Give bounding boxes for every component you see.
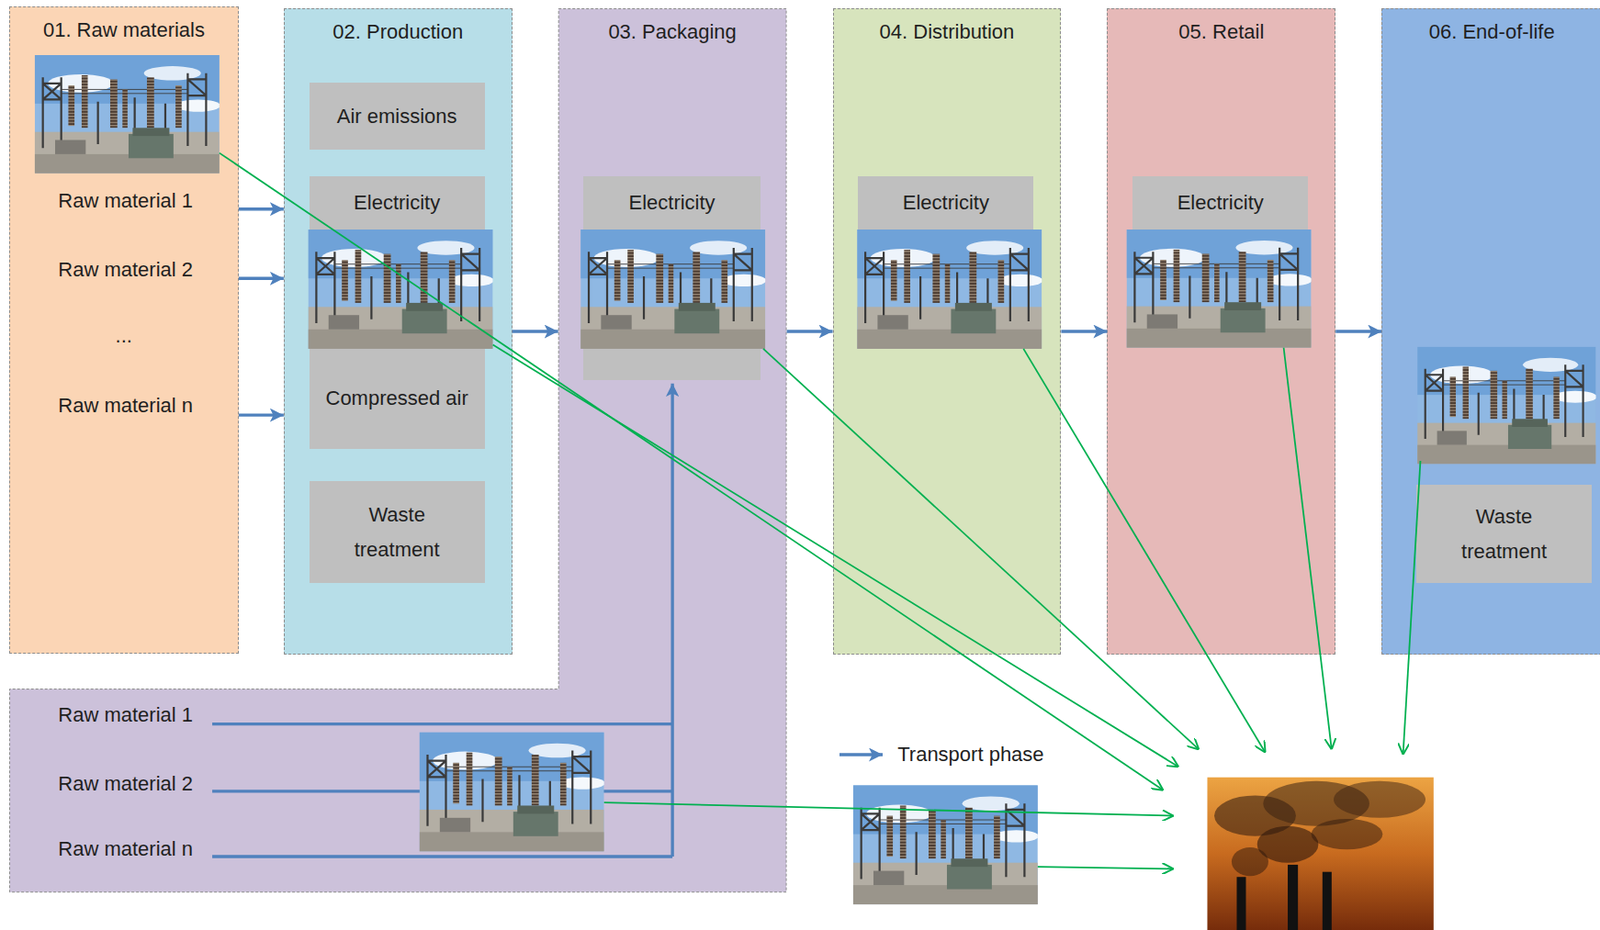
item-label-text: Raw material n [57,394,193,418]
stage-column-shape [9,8,788,893]
illustration-detail [1206,777,1434,930]
legend-item: Transport phase [838,743,1044,767]
input-box-fill [1416,484,1592,585]
item-label: Raw material n [57,837,193,862]
stage-heading: 01. Raw materials [43,18,205,43]
input-box: Compressed air [309,349,485,450]
illustration-detail [1311,819,1384,850]
flow-arrow [238,413,284,417]
item-label: ... [115,324,133,349]
item-label-text: Raw material 1 [57,703,193,728]
flow-arrow [787,329,834,333]
item-label-text: Raw material 2 [57,772,193,797]
substation-picture [419,732,606,853]
input-box: Waste treatment [1416,484,1592,585]
stage-heading: 05. Retail [1178,20,1264,45]
substation-picture [580,229,767,350]
stage-heading: 06. End-of-life [1429,20,1555,45]
input-wire [212,722,673,726]
stage-column-fill [833,8,1062,655]
box-label: Electricity [628,191,715,215]
flow-arrow [512,329,559,333]
item-label: Raw material 1 [57,703,193,728]
smokestack-picture [1206,777,1434,930]
stage-column-outline [9,8,787,892]
stage-column-fill [1106,8,1336,655]
item-label: Raw material 2 [57,258,193,282]
item-label: Raw material 2 [57,772,193,797]
input-wire [212,855,673,858]
item-label-text: ... [115,324,133,349]
box-label: Electricity [1177,191,1264,215]
stage-column: 04. DistributionElectricity [833,8,1062,655]
flow-arrow [1060,329,1107,333]
input-box: Air emissions [309,82,485,150]
substation-picture [856,229,1043,350]
box-label: Waste treatment [1443,499,1566,570]
stage-column: 03. PackagingElectricity [9,8,788,893]
input-box: Electricity [583,176,760,381]
substation-picture [853,785,1039,905]
illustration-detail [1333,781,1426,819]
substation-picture [308,229,495,350]
input-box: Waste treatment [309,481,485,584]
stage-heading: 03. Packaging [608,20,736,45]
emission-arrow [1037,867,1174,869]
illustration-detail [1287,865,1298,930]
item-label-text: Raw material 2 [57,258,193,282]
item-label-text: Raw material n [57,837,193,862]
substation-picture [1126,229,1313,349]
input-box: Electricity [1132,176,1308,233]
item-label: Raw material 1 [57,189,193,214]
stage-heading: 04. Distribution [879,20,1015,45]
input-box: Electricity [857,176,1034,233]
substation-picture [34,55,221,174]
flow-arrow [238,207,284,211]
input-box-fill [309,481,485,584]
illustration-detail [1236,877,1246,930]
box-label: Electricity [902,191,990,215]
stage-column: 06. End-of-lifeWaste treatment [1381,8,1600,655]
stage-heading: 02. Production [332,20,463,45]
item-label-text: Raw material 1 [57,189,193,214]
box-label: Air emissions [337,104,458,129]
legend-sample [838,743,885,767]
input-box: Electricity [309,176,485,233]
box-label: Electricity [353,191,440,215]
item-label: Raw material n [57,394,193,418]
flow-arrow [238,277,284,281]
box-label: Waste treatment [336,497,458,568]
substation-picture [1417,347,1597,465]
stage-column: 05. RetailElectricity [1106,8,1336,655]
stage-column: 02. ProductionAir emissionsElectricityCo… [283,8,513,655]
legend-text: Transport phase [897,743,1044,767]
box-label: Compressed air [326,386,469,411]
illustration-detail [1231,847,1269,877]
flow-arrow [1335,329,1382,333]
illustration-detail [1322,872,1332,930]
legend-sample-arrow [839,753,883,756]
